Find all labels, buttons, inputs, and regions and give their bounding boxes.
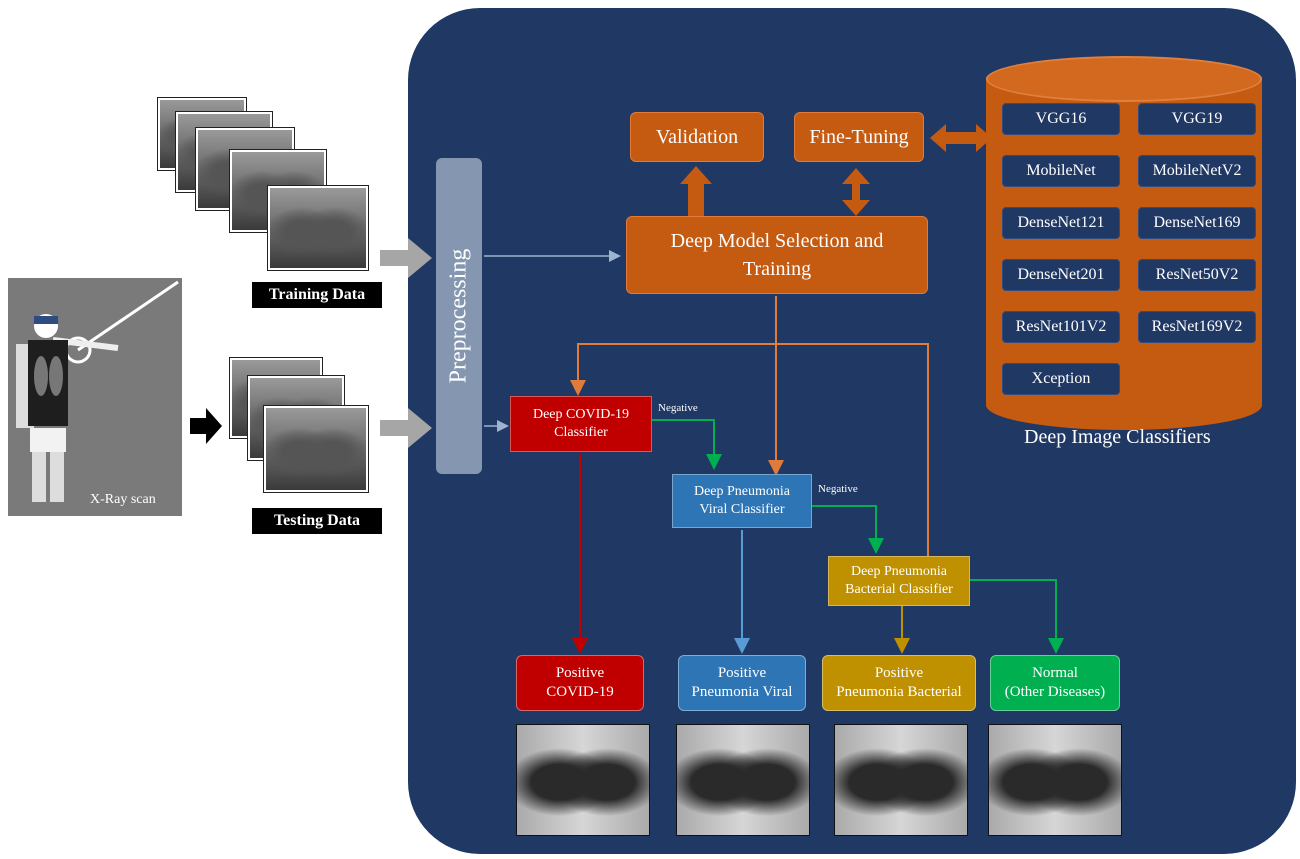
model-densenet121: DenseNet121 [1002, 207, 1120, 239]
output-viral-line2: Pneumonia Viral [691, 684, 793, 700]
output-covid-line2: COVID-19 [546, 684, 614, 700]
covid-classifier-line2: Classifier [554, 425, 608, 440]
normal-xray-image [988, 724, 1122, 836]
finetune-db-arrow [930, 124, 992, 152]
output-viral-line1: Positive [717, 665, 767, 681]
to-validation-arrow [680, 166, 712, 216]
bacterial-classifier-box: Deep Pneumonia Bacterial Classifier [828, 556, 970, 606]
bacterial-classifier-line2: Bacterial Classifier [845, 582, 953, 597]
model-selection-box: Deep Model Selection and Training [626, 216, 928, 294]
output-bacterial-line2: Pneumonia Bacterial [836, 684, 962, 700]
output-viral-box: Positive Pneumonia Viral [678, 655, 806, 711]
training-image [268, 186, 368, 270]
testing-arrow [380, 408, 432, 448]
preprocessing-bar [436, 158, 482, 474]
bacterial-xray-image [834, 724, 968, 836]
output-normal-line1: Normal [1032, 665, 1078, 681]
xray-caption: X-Ray scan [90, 492, 156, 507]
output-bacterial-box: Positive Pneumonia Bacterial [822, 655, 976, 711]
person-xray-icon [16, 280, 179, 502]
training-arrow [380, 238, 432, 278]
viral-classifier-box: Deep Pneumonia Viral Classifier [672, 474, 812, 528]
model-mobilenet: MobileNet [1002, 155, 1120, 187]
classifiers-caption: Deep Image Classifiers [1024, 426, 1211, 448]
covid-classifier-line1: Deep COVID-19 [532, 407, 630, 422]
output-normal-box: Normal (Other Diseases) [990, 655, 1120, 711]
model-resnet50v2: ResNet50V2 [1138, 259, 1256, 291]
negative-label: Negative [658, 402, 698, 414]
model-vgg16: VGG16 [1002, 103, 1120, 135]
output-bacterial-line1: Positive [874, 665, 924, 681]
validation-box: Validation [630, 112, 764, 162]
input-arrow [190, 408, 222, 444]
viral-xray-image [676, 724, 810, 836]
model-densenet201: DenseNet201 [1002, 259, 1120, 291]
testing-data-label: Testing Data [252, 508, 382, 534]
model-resnet169v2: ResNet169V2 [1138, 311, 1256, 343]
negative-label: Negative [818, 483, 858, 495]
viral-classifier-line2: Viral Classifier [699, 502, 785, 517]
xray-scan-illustration [8, 278, 182, 516]
output-covid-box: Positive COVID-19 [516, 655, 644, 711]
covid-xray-image [516, 724, 650, 836]
fine-tuning-box: Fine-Tuning [794, 112, 924, 162]
classifier-db-top [986, 56, 1262, 102]
model-densenet169: DenseNet169 [1138, 207, 1256, 239]
model-vgg19: VGG19 [1138, 103, 1256, 135]
output-normal-line2: (Other Diseases) [1004, 684, 1106, 700]
bacterial-classifier-line1: Deep Pneumonia [850, 564, 948, 579]
viral-classifier-line1: Deep Pneumonia [693, 484, 791, 499]
model-xception: Xception [1002, 363, 1120, 395]
output-covid-line1: Positive [555, 665, 605, 681]
training-data-label: Training Data [252, 282, 382, 308]
model-mobilenetv2: MobileNetV2 [1138, 155, 1256, 187]
finetune-vertical-arrow [842, 168, 870, 216]
covid-classifier-box: Deep COVID-19 Classifier [510, 396, 652, 452]
testing-image [264, 406, 368, 492]
model-resnet101v2: ResNet101V2 [1002, 311, 1120, 343]
